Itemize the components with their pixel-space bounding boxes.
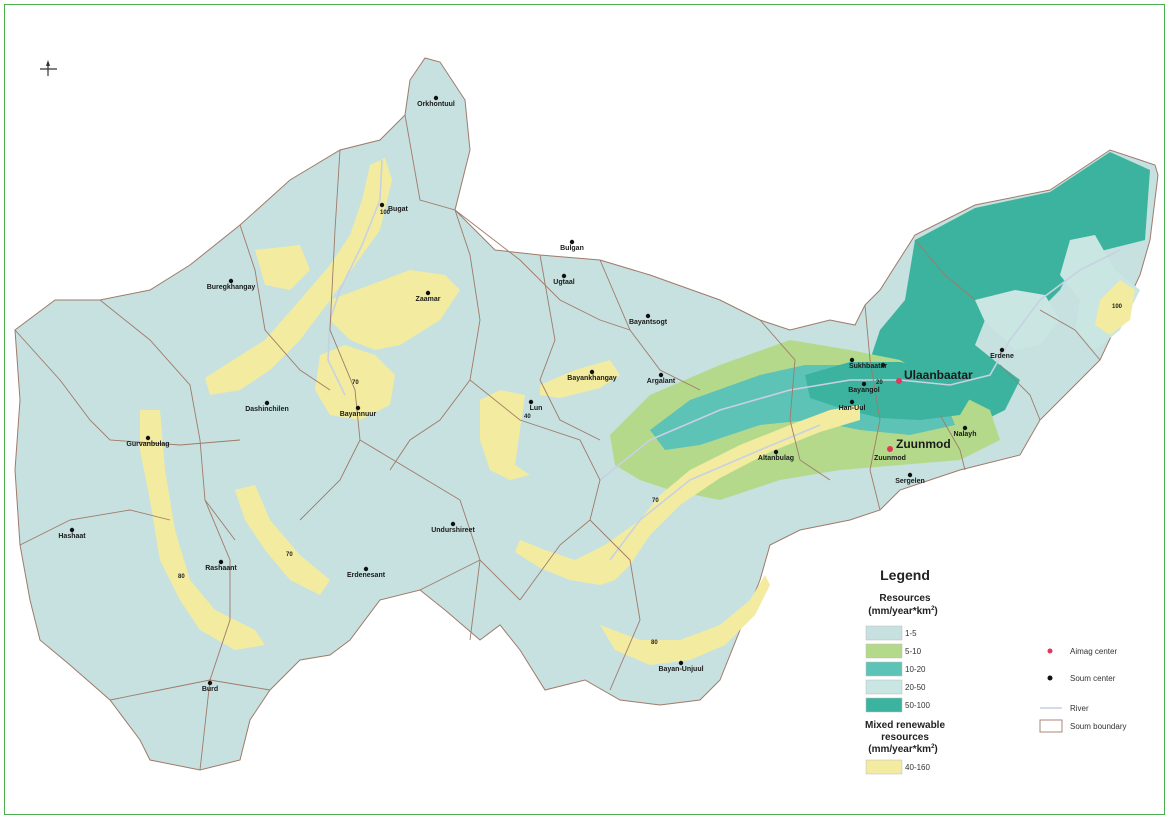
zone-value: 70 — [352, 380, 359, 386]
place-label: Han-Uul — [839, 405, 866, 412]
place-label: Erdene — [990, 353, 1014, 360]
place-label: Rashaant — [205, 565, 237, 572]
legend-class-list: 1-5 5-10 10-20 20-50 50-100 — [865, 625, 930, 713]
legend-label: 40-160 — [905, 763, 930, 772]
place-label: Bayankhangay — [567, 375, 617, 382]
place-label: Undurshireet — [431, 527, 475, 534]
city-label-ulaanbaatar: Ulaanbaatar — [904, 368, 973, 382]
soum-labels: Orkhontuul Bugat Bulgan Buregkhangay Zaa… — [58, 101, 1014, 693]
legend-label: 1-5 — [905, 629, 917, 638]
aimag-centers — [887, 378, 902, 452]
zone-ulaanbaatar — [805, 362, 975, 420]
place-label: Hashaat — [58, 533, 86, 540]
place-label: Zaamar — [416, 296, 441, 303]
zone-value: 100 — [1112, 304, 1123, 310]
place-label: Bulgan — [560, 245, 584, 252]
legend-resources-units: (mm/year*km2) — [868, 606, 938, 617]
basin-area — [14, 57, 1159, 771]
symbol-legend: Aimag center Soum center River Soum boun… — [1039, 647, 1126, 733]
legend-mixed-heading-2: resources — [881, 732, 929, 743]
legend-swatch-20-50 — [865, 679, 903, 695]
aimag-center-icon — [1047, 648, 1053, 654]
soum-boundaries — [14, 114, 1101, 771]
place-label: Zuunmod — [874, 455, 906, 462]
place-label: Sukhbaatar — [849, 363, 887, 370]
zone-20-50-ne2 — [975, 290, 1060, 350]
map-frame — [4, 4, 1165, 815]
symbol-label: Soum boundary — [1070, 722, 1126, 731]
place-label: Altanbulag — [758, 455, 794, 462]
legend-title: Legend — [880, 567, 930, 583]
place-label: Lun — [530, 405, 543, 412]
rivers — [327, 159, 1121, 561]
soum-boundary-icon — [1039, 719, 1063, 733]
zone-value: 70 — [286, 552, 293, 558]
place-label: Buregkhangay — [207, 284, 256, 291]
city-label-zuunmod: Zuunmod — [896, 437, 951, 451]
place-label: Argalant — [647, 378, 676, 385]
legend-mixed-units: (mm/year*km2) — [868, 744, 938, 755]
symbol-label: Soum center — [1070, 674, 1116, 683]
zone-50-100 — [870, 152, 1150, 420]
place-label: Bayangol — [848, 387, 880, 394]
legend-resources-heading: Resources — [879, 593, 931, 604]
place-label: Bayantsogt — [629, 319, 668, 326]
symbol-label: Aimag center — [1070, 647, 1117, 656]
north-arrow-icon — [40, 60, 57, 76]
symbol-label: River — [1070, 704, 1089, 713]
legend: Legend Resources (mm/year*km2) 1-5 5-10 … — [865, 567, 945, 775]
zone-value: 70 — [652, 498, 659, 504]
legend-mixed-heading: Mixed renewable — [865, 720, 945, 731]
legend-swatch-10-20 — [865, 661, 903, 677]
soum-center-icon — [1047, 675, 1053, 681]
place-label: Nalayh — [954, 431, 977, 438]
place-label: Bugat — [388, 206, 409, 213]
legend-label: 20-50 — [905, 683, 926, 692]
legend-label: 10-20 — [905, 665, 926, 674]
zone-value: 40 — [524, 414, 531, 420]
aimag-center-ulaanbaatar — [896, 378, 902, 384]
aimag-center-zuunmod — [887, 446, 893, 452]
place-label: Ugtaal — [553, 279, 574, 286]
legend-swatch-1-5 — [865, 625, 903, 641]
mixed-zones — [140, 158, 1135, 665]
zone-value: 80 — [178, 574, 185, 580]
legend-label: 50-100 — [905, 701, 930, 710]
place-label: Sergelen — [895, 478, 925, 485]
place-label: Dashinchilen — [245, 406, 289, 413]
legend-swatch-50-100 — [865, 697, 903, 713]
zone-value-labels: 100 70 40 70 80 70 80 20 100 — [178, 210, 1123, 646]
zone-value: 80 — [651, 640, 658, 646]
legend-label: 5-10 — [905, 647, 922, 656]
soum-centers — [69, 95, 1005, 686]
place-label: Orkhontuul — [417, 101, 455, 108]
place-label: Erdenesant — [347, 572, 386, 579]
place-label: Burd — [202, 686, 218, 693]
place-label: Bayan-Unjuul — [658, 666, 703, 673]
zone-value: 100 — [380, 210, 391, 216]
zone-value: 20 — [876, 380, 883, 386]
place-label: Gurvanbulag — [126, 441, 169, 448]
legend-swatch-5-10 — [865, 643, 903, 659]
legend-swatch-mixed — [865, 759, 903, 775]
place-label: Bayannuur — [340, 411, 377, 418]
